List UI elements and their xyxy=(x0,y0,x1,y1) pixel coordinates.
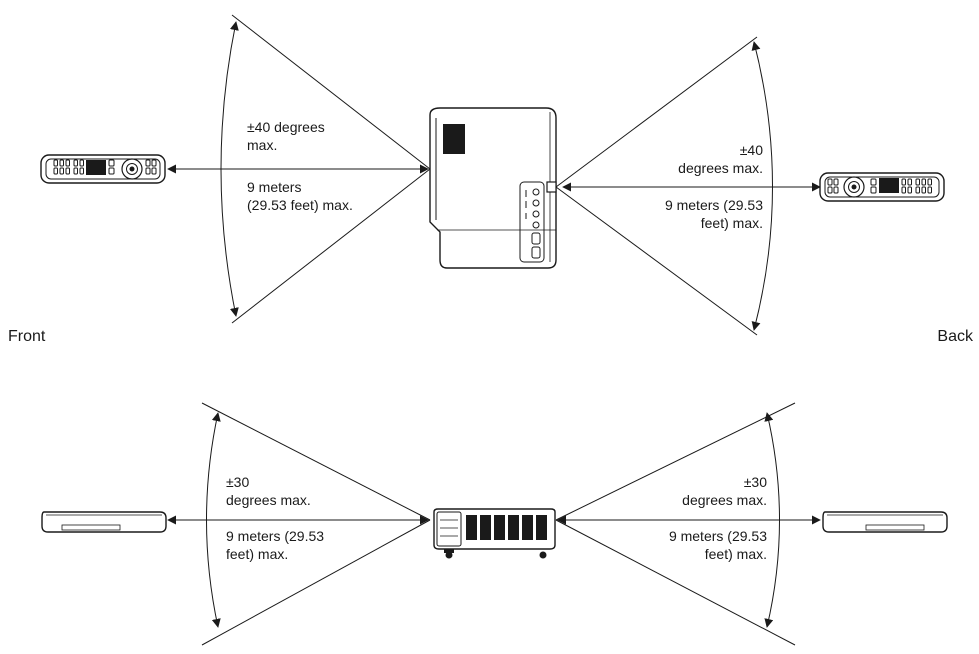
back-angle-arc xyxy=(751,41,773,331)
left-angle-line-2: degrees max. xyxy=(226,492,311,508)
left-distance-label: 9 meters (29.53 feet) max. xyxy=(226,527,324,563)
back-fan-upper-line xyxy=(555,36,758,188)
front-distance-line-2: (29.53 feet) max. xyxy=(247,197,353,213)
projector-side-view xyxy=(433,508,556,559)
front-distance-line-1: 9 meters xyxy=(247,179,302,195)
front-fan-lower-line xyxy=(231,168,431,324)
front-angle-label: ±40 degrees max. xyxy=(247,118,325,154)
projector-top-view xyxy=(429,107,557,269)
projector-vent-grille xyxy=(443,124,465,154)
back-angle-line-1: ±40 xyxy=(739,142,763,158)
projector-lens-housing xyxy=(436,511,462,547)
back-angle-label: ±40 degrees max. xyxy=(678,141,763,177)
back-ir-sensor xyxy=(546,181,557,193)
front-angle-line-2: max. xyxy=(247,137,278,153)
right-angle-label: ±30 degrees max. xyxy=(682,473,767,509)
right-angle-line-1: ±30 xyxy=(743,474,767,490)
left-fan-upper-line xyxy=(201,402,431,521)
front-side-label: Front xyxy=(8,328,46,345)
back-angle-line-2: degrees max. xyxy=(678,160,763,176)
remote-top-left xyxy=(40,154,166,184)
left-distance-line-2: feet) max. xyxy=(226,546,289,562)
right-fan-upper-line xyxy=(555,402,796,521)
left-fan-lower-line xyxy=(201,519,431,646)
left-distance-line-1: 9 meters (29.53 xyxy=(226,528,325,544)
left-angle-label: ±30 degrees max. xyxy=(226,473,311,509)
top-diagram xyxy=(40,14,945,336)
right-angle-line-2: degrees max. xyxy=(682,492,767,508)
back-distance-line-1: 9 meters (29.53 xyxy=(664,197,763,213)
remote-side-left xyxy=(41,511,167,533)
remote-side-right xyxy=(822,511,948,533)
left-angle-line-1: ±30 xyxy=(226,474,250,490)
front-distance-label: 9 meters (29.53 feet) max. xyxy=(247,178,353,214)
back-distance-line-2: feet) max. xyxy=(700,215,763,231)
right-fan-lower-line xyxy=(555,519,796,646)
back-fan-lower-line xyxy=(555,186,758,336)
front-angle-line-1: ±40 degrees xyxy=(247,119,325,135)
projector-control-panel xyxy=(519,181,545,263)
back-side-label: Back xyxy=(937,328,973,345)
remote-top-right xyxy=(819,172,945,202)
back-distance-label: 9 meters (29.53 feet) max. xyxy=(665,196,763,232)
right-distance-line-1: 9 meters (29.53 xyxy=(668,528,767,544)
front-fan-upper-line xyxy=(231,14,431,170)
right-distance-label: 9 meters (29.53 feet) max. xyxy=(669,527,767,563)
bottom-diagram xyxy=(41,402,948,646)
right-distance-line-2: feet) max. xyxy=(704,546,767,562)
